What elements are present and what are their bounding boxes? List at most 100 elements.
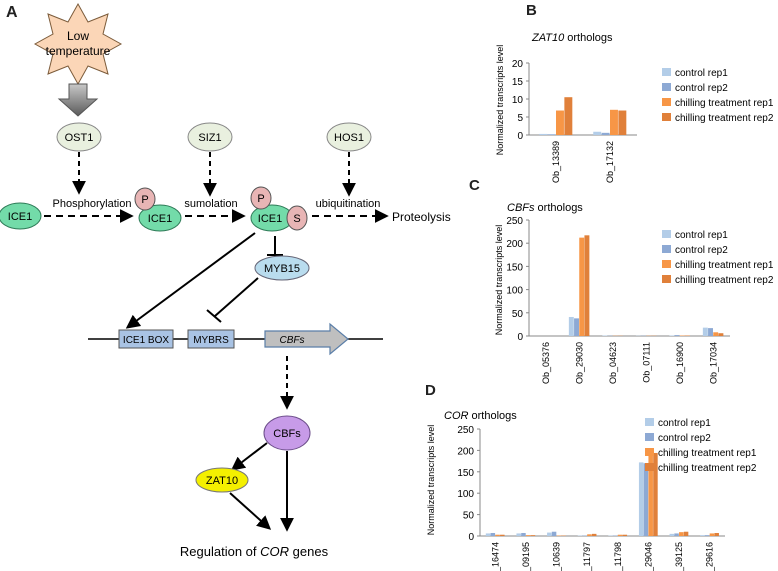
myb15-label: MYB15 [264, 263, 300, 275]
legend-label: control rep1 [675, 230, 728, 241]
y-tick-label: 10 [512, 95, 524, 106]
phospho-mark-2 [250, 186, 272, 210]
stimulus-label-line1: Low [67, 29, 89, 43]
legend-label: chilling treatment rep2 [675, 113, 774, 124]
bar-ob-29030-series-3 [579, 237, 585, 336]
bar-ob-39125-series-2 [674, 533, 679, 536]
bar-ob-39125-series-4 [683, 531, 689, 536]
ice1-node-unmodified [0, 202, 42, 230]
x-category-label: Ob_09195 [521, 542, 531, 571]
legend-label: control rep1 [658, 418, 711, 429]
x-category-label: Ob_39125 [674, 542, 684, 571]
regulation-suffix: genes [289, 544, 329, 559]
ice1-label-3: ICE1 [258, 213, 282, 225]
x-category-label: Ob_29030 [574, 342, 584, 384]
phospho-label-2: P [257, 193, 264, 205]
y-tick-label: 50 [463, 511, 475, 522]
bar-ob-09195-series-3 [525, 535, 531, 536]
legend-swatch [645, 448, 654, 456]
legend-label: chilling treatment rep1 [658, 448, 757, 459]
bar-ob-29030-series-1 [568, 316, 574, 336]
x-category-label: Ob_16900 [675, 342, 685, 384]
regulation-of-cor-text: Regulation of COR genes [180, 544, 329, 559]
bar-ob-17034-series-3 [713, 332, 719, 336]
ice1-label-1: ICE1 [8, 211, 32, 223]
bar-ob-29616-series-1 [700, 535, 705, 536]
sumo-mark [286, 205, 308, 231]
legend-swatch [662, 275, 671, 283]
chart-title-rest: orthologs [564, 32, 613, 44]
bar-ob-29616-series-2 [704, 535, 710, 536]
bar-ob-16474-series-4 [500, 534, 505, 536]
panel-a-pathway: A Low temperature OST1 SIZ1 HOS1 ICE1 P … [0, 2, 451, 559]
x-category-label: Ob_07111 [641, 342, 651, 383]
legend-label: control rep2 [658, 433, 711, 444]
bar-ob-10639-series-2 [551, 531, 557, 536]
legend-label: chilling treatment rep1 [675, 98, 774, 109]
big-down-arrow-icon [57, 83, 99, 117]
legend-swatch [662, 98, 671, 106]
mybrs-element [187, 329, 235, 349]
x-category-label: Ob_04623 [608, 342, 618, 384]
bar-ob-17034-series-2 [708, 328, 713, 336]
chart-title: CBFs orthologs [507, 202, 583, 214]
bar-ob-29046-series-1 [638, 462, 644, 536]
bar-ob-17132-series-3 [610, 109, 618, 135]
y-axis-label: Normalized transcripts level [494, 225, 504, 336]
phospho-label-1: P [141, 194, 148, 206]
cbfs-to-zat10-arrow [230, 442, 268, 471]
bar-ob-29046-series-3 [648, 451, 653, 536]
chart-title-italic: COR [444, 410, 469, 422]
x-category-label: Ob_17034 [708, 342, 718, 384]
y-tick-label: 250 [457, 425, 474, 436]
stimulus-label-line2: temperature [46, 44, 111, 58]
y-tick-label: 0 [517, 131, 523, 142]
bar-ob-17034-series-1 [702, 327, 708, 336]
bar-ob-11797-series-3 [587, 534, 592, 536]
y-tick-label: 200 [506, 239, 523, 250]
bar-ob-16474-series-3 [495, 534, 500, 536]
bar-ob-13389-series-1 [539, 133, 548, 135]
cbfs-gene-label: CBFs [280, 335, 305, 346]
ost1-node [56, 122, 102, 152]
legend-swatch [662, 260, 671, 268]
siz1-label: SIZ1 [198, 132, 221, 144]
legend-swatch [645, 433, 654, 441]
myb15-node [254, 255, 310, 281]
x-category-label: Ob_29046 [643, 542, 653, 571]
bar-ob-39125-series-3 [679, 532, 684, 536]
legend-swatch [662, 113, 671, 121]
bar-ob-29030-series-4 [584, 235, 590, 336]
x-category-label: Ob_16474 [490, 542, 500, 571]
cbfs-protein-label: CBFs [273, 428, 301, 440]
bar-ob-17132-series-4 [618, 110, 627, 135]
y-tick-label: 100 [457, 489, 474, 500]
legend-label: control rep2 [675, 245, 728, 256]
phospho-mark-1 [134, 187, 156, 211]
bar-ob-39125-series-1 [669, 533, 675, 536]
sumolation-label: sumolation [184, 198, 237, 210]
bar-ob-17132-series-1 [593, 131, 602, 135]
phosphorylation-label: Phosphorylation [53, 198, 132, 210]
legend-swatch [662, 83, 671, 91]
y-tick-label: 5 [517, 113, 523, 124]
ice1-box-element [118, 329, 174, 349]
y-tick-label: 200 [457, 446, 474, 457]
chart-title-italic: ZAT10 [531, 32, 565, 44]
legend-swatch [662, 68, 671, 76]
zat10-node [195, 467, 249, 493]
regulation-cor-italic: COR [260, 544, 289, 559]
y-tick-label: 15 [512, 77, 524, 88]
myb15-inhibits-mybrs [214, 277, 259, 317]
chart-title: ZAT10 orthologs [531, 32, 613, 44]
bar-ob-11797-series-4 [591, 533, 597, 536]
x-category-label: Ob_10639 [552, 542, 562, 571]
myb15-inhibits-mybrs-bar [206, 309, 222, 323]
siz1-node [187, 122, 233, 152]
bar-ob-13389-series-4 [564, 97, 573, 135]
chart-title-italic: CBFs [507, 202, 535, 214]
